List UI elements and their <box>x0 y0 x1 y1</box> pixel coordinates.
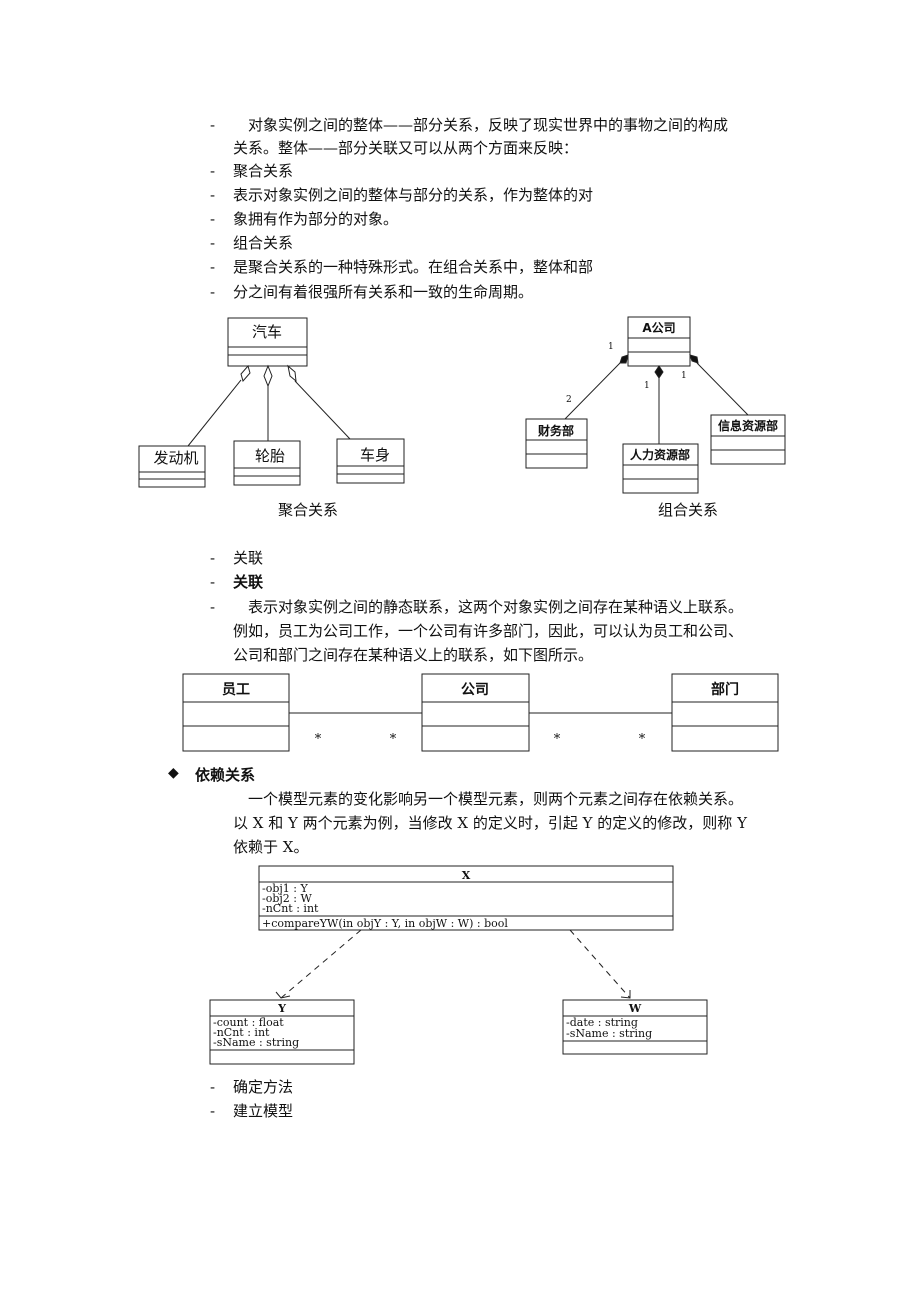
class-name-company: 公司 <box>461 682 489 698</box>
multiplicity-label: * <box>639 732 646 747</box>
class-box-hr <box>622 443 699 494</box>
list-dash: - <box>210 116 216 134</box>
paragraph-line: 依赖于 X。 <box>233 838 309 856</box>
paragraph-line: 对象实例之间的整体——部分关系，反映了现实世界中的事物之间的构成 <box>248 116 729 134</box>
attribute: -obj2 : W <box>262 892 312 905</box>
attribute: -date : string <box>566 1016 638 1029</box>
class-box-employee <box>182 673 290 752</box>
class-name-car: 汽车 <box>252 323 282 341</box>
multiplicity-label: * <box>390 732 397 747</box>
class-box-department <box>671 673 779 752</box>
dependency-line <box>569 929 631 999</box>
list-item: 分之间有着很强所有关系和一致的生命周期。 <box>233 283 534 301</box>
class-name-company-a: A公司 <box>642 321 675 335</box>
list-dash: - <box>210 598 216 616</box>
list-dash: - <box>210 549 216 567</box>
attribute: -obj1 : Y <box>262 882 308 895</box>
class-name-info: 信息资源部 <box>718 418 778 433</box>
paragraph-line: 关系。整体——部分关联又可以从两个方面来反映： <box>233 139 579 157</box>
multiplicity-label: 1 <box>608 342 614 352</box>
class-box-finance <box>525 418 588 469</box>
list-dash: - <box>210 234 216 252</box>
class-box-company <box>421 673 530 752</box>
paragraph-line: 一个模型元素的变化影响另一个模型元素，则两个元素之间存在依赖关系。 <box>248 790 744 808</box>
list-item-aggregation: 聚合关系 <box>233 162 294 180</box>
class-name-hr: 人力资源部 <box>630 447 690 462</box>
attribute: -nCnt : int <box>213 1026 270 1039</box>
class-name-department: 部门 <box>711 681 739 698</box>
paragraph-line: 以 X 和 Y 两个元素为例，当修改 X 的定义时，引起 Y 的定义的修改，则称… <box>233 814 747 832</box>
class-box-body <box>336 438 405 484</box>
class-box-car <box>227 317 308 367</box>
class-name-employee: 员工 <box>222 682 250 698</box>
list-item: 是聚合关系的一种特殊形式。在组合关系中，整体和部 <box>233 258 594 276</box>
list-dash: - <box>210 162 216 180</box>
list-dash: - <box>210 573 216 591</box>
paragraph-line: 表示对象实例之间的静态联系，这两个对象实例之间存在某种语义上联系。 <box>248 598 744 616</box>
multiplicity-label: 1 <box>681 371 687 381</box>
list-item: 表示对象实例之间的整体与部分的关系，作为整体的对 <box>233 186 594 204</box>
multiplicity-label: * <box>315 732 322 747</box>
multiplicity-label: * <box>554 732 561 747</box>
list-dash: - <box>210 1078 216 1096</box>
section-heading: 依赖关系 <box>195 766 256 784</box>
attribute: -sName : string <box>213 1036 299 1049</box>
class-name-tire: 轮胎 <box>255 447 285 465</box>
list-dash: - <box>210 186 216 204</box>
class-box-company-a <box>627 316 691 367</box>
class-name-x: X <box>462 869 471 882</box>
list-dash: - <box>210 283 216 301</box>
paragraph-line: 公司和部门之间存在某种语义上的联系，如下图所示。 <box>233 646 594 664</box>
class-name-w: W <box>628 1002 642 1015</box>
class-name-finance: 财务部 <box>537 423 574 438</box>
list-item: 象拥有作为部分的对象。 <box>233 210 399 228</box>
list-item: 建立模型 <box>233 1102 294 1120</box>
list-item-heading: 关联 <box>233 573 264 591</box>
class-name-engine: 发动机 <box>153 449 198 467</box>
class-name-y: Y <box>277 1002 286 1015</box>
class-box-info <box>710 414 786 465</box>
diagram-caption: 组合关系 <box>658 501 719 519</box>
bullet-icon: ◆ <box>168 765 179 781</box>
list-dash: - <box>210 210 216 228</box>
attribute: -nCnt : int <box>262 902 319 915</box>
multiplicity-label: 2 <box>566 395 572 405</box>
dependency-line <box>280 929 362 999</box>
list-item: 确定方法 <box>233 1078 294 1096</box>
paragraph-line: 例如，员工为公司工作，一个公司有许多部门，因此，可以认为员工和公司、 <box>233 622 744 640</box>
class-box-x <box>258 865 674 931</box>
operation: +compareYW(in objY : Y, in objW : W) : b… <box>262 917 508 930</box>
class-box-w <box>562 999 708 1055</box>
attribute: -count : float <box>213 1016 284 1029</box>
class-box-engine <box>138 445 206 488</box>
class-box-tire <box>233 440 301 486</box>
multiplicity-label: 1 <box>644 381 650 391</box>
list-dash: - <box>210 258 216 276</box>
attribute: -sName : string <box>566 1027 652 1040</box>
class-name-body: 车身 <box>360 446 390 464</box>
diagram-caption: 聚合关系 <box>278 501 339 519</box>
class-box-y <box>209 999 355 1065</box>
list-item-composition: 组合关系 <box>233 234 294 252</box>
list-item: 关联 <box>233 549 264 567</box>
list-dash: - <box>210 1102 216 1120</box>
